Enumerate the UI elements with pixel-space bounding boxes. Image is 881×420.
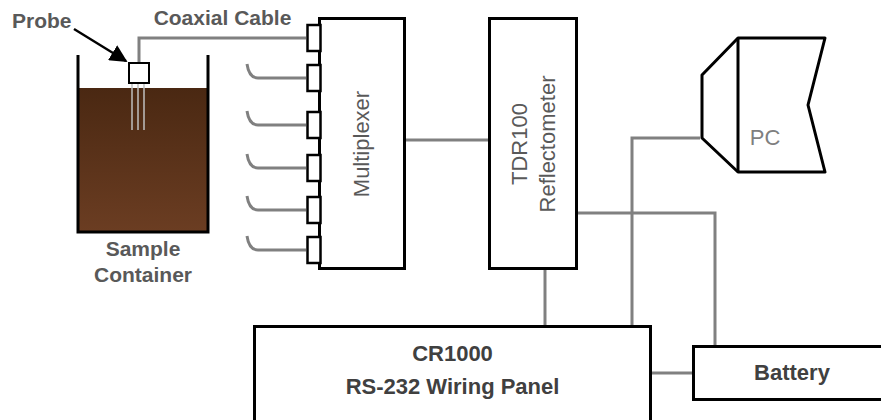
mux-port: [308, 65, 321, 91]
cable-line: [139, 38, 306, 62]
probe-rod: [143, 84, 145, 130]
cable-line: [632, 138, 700, 325]
cable-stub: [247, 236, 306, 250]
leader-arrow: [74, 29, 126, 61]
cable-stub: [247, 111, 306, 125]
node-label: TDR100 Reflectometer: [506, 59, 561, 229]
mux-port: [308, 112, 321, 138]
soil-sample: [79, 88, 207, 231]
cable-stub: [247, 154, 306, 168]
cable-line: [652, 372, 692, 375]
node-label: RS-232 Wiring Panel: [256, 370, 649, 403]
cable-line: [544, 270, 547, 325]
datalogger-box: CR1000RS-232 Wiring Panel: [253, 325, 652, 420]
probe-rod: [137, 84, 139, 130]
node-label: Sample Container: [70, 236, 216, 289]
node-label: PC: [735, 124, 795, 152]
cable-label: Coaxial Cable: [152, 6, 294, 30]
node-label: Multiplexer: [348, 90, 376, 196]
battery-box: Battery: [692, 345, 881, 401]
laptop-outline: [700, 36, 828, 176]
pc-laptop: PC: [700, 36, 828, 176]
probe-rod: [131, 84, 133, 130]
container-wall: [78, 55, 208, 232]
mux-port: [308, 237, 321, 263]
sample-container: Sample Container: [70, 50, 220, 305]
multiplexer-box: Multiplexer: [306, 17, 406, 270]
node-label: Probe: [12, 8, 72, 34]
probe-head: Probe: [128, 62, 150, 84]
mux-port: [308, 197, 321, 223]
mux-port: [308, 155, 321, 181]
cable-line: [406, 139, 488, 142]
cable-stub: [247, 196, 306, 210]
mux-port: [308, 25, 321, 51]
node-label: CR1000: [256, 337, 649, 370]
cable-stub: [247, 64, 306, 78]
node-label: Battery: [754, 359, 830, 387]
reflectometer-box: TDR100 Reflectometer: [488, 17, 578, 270]
spare-cables: [247, 64, 306, 250]
